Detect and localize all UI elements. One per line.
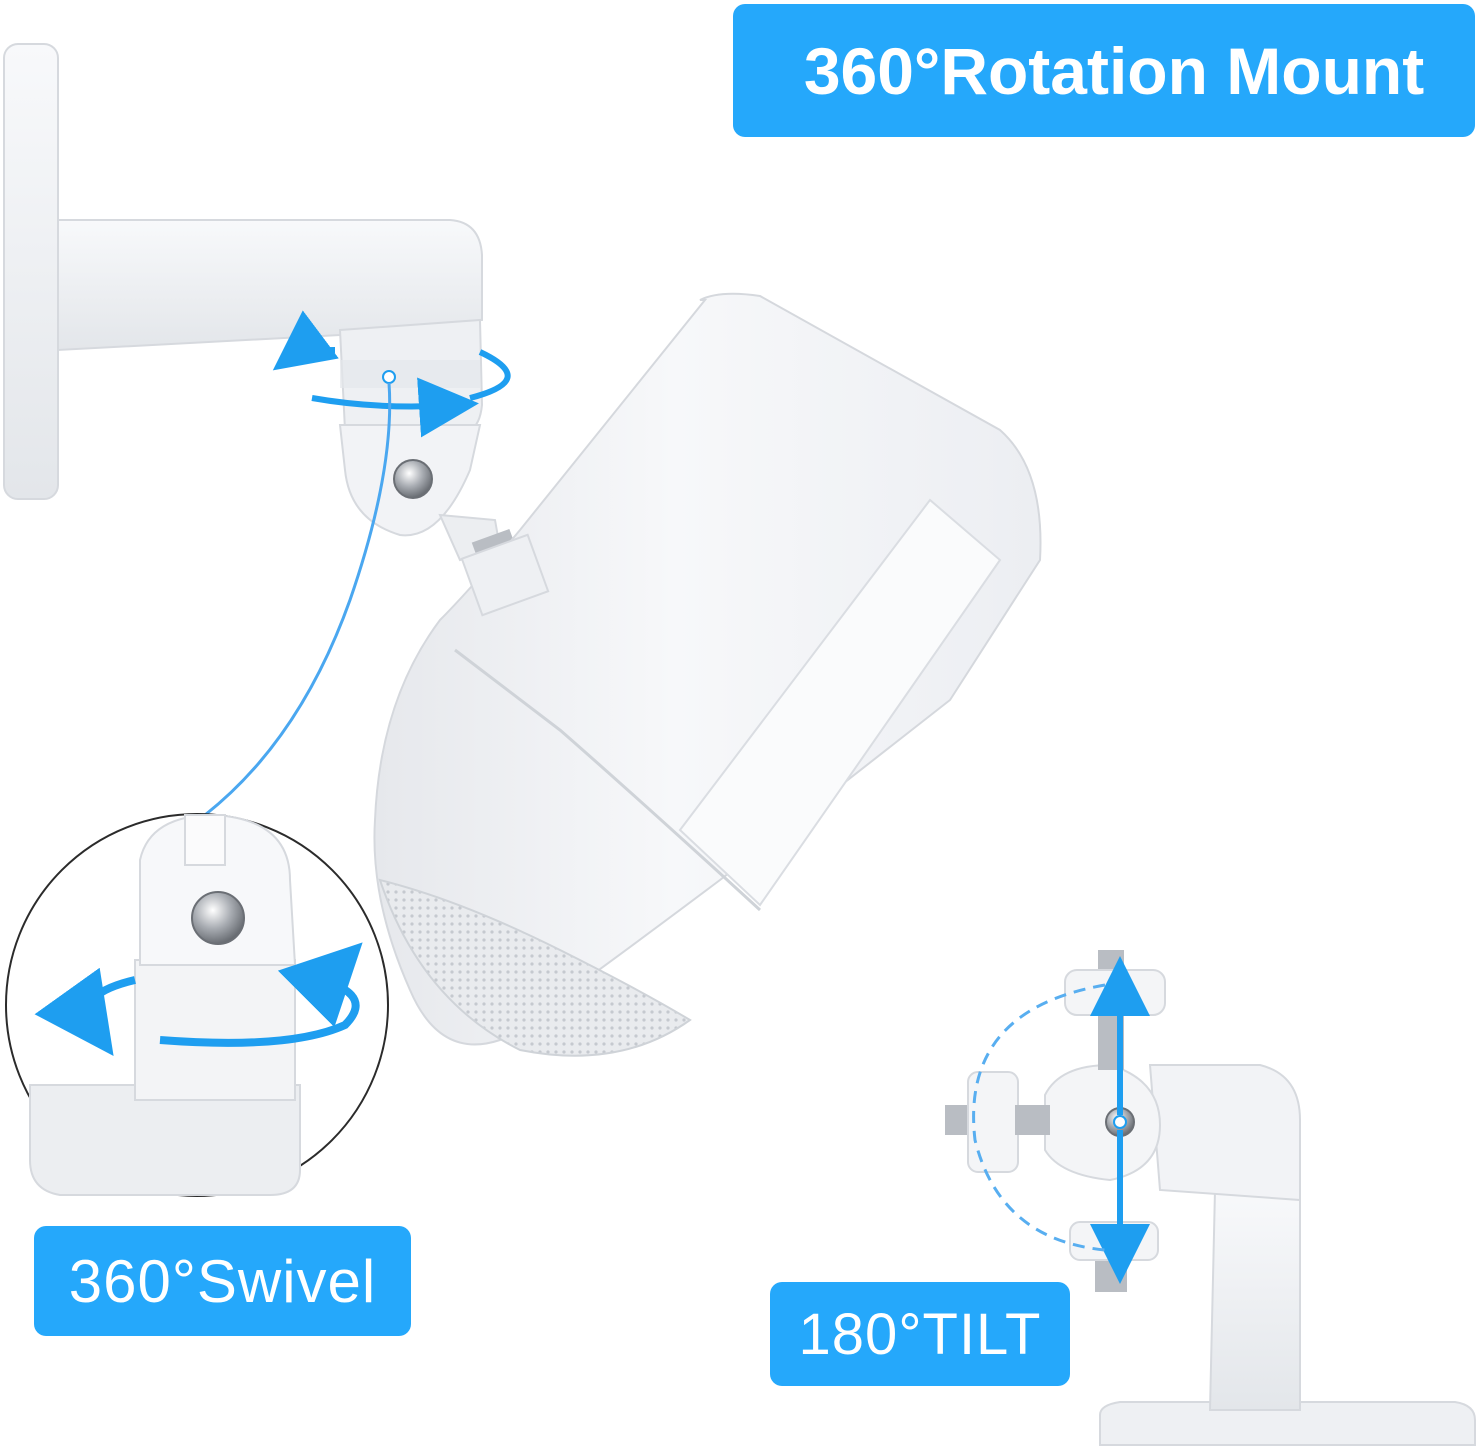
rotation-mount-label: 360°Rotation Mount [733, 4, 1475, 137]
swivel-inset [5, 813, 389, 1197]
tilt-label: 180°TILT [770, 1282, 1070, 1386]
screw-icon [393, 459, 433, 499]
swivel-label: 360°Swivel [34, 1226, 411, 1336]
callout-line [204, 382, 392, 817]
wall-mount-top [3, 43, 519, 568]
screw-icon [191, 891, 245, 945]
tilt-arrow-icon [972, 956, 1150, 1284]
swivel-arrow-icon [34, 942, 363, 1057]
camera-body [373, 292, 1042, 1057]
rotation-arrow-icon [272, 310, 511, 438]
